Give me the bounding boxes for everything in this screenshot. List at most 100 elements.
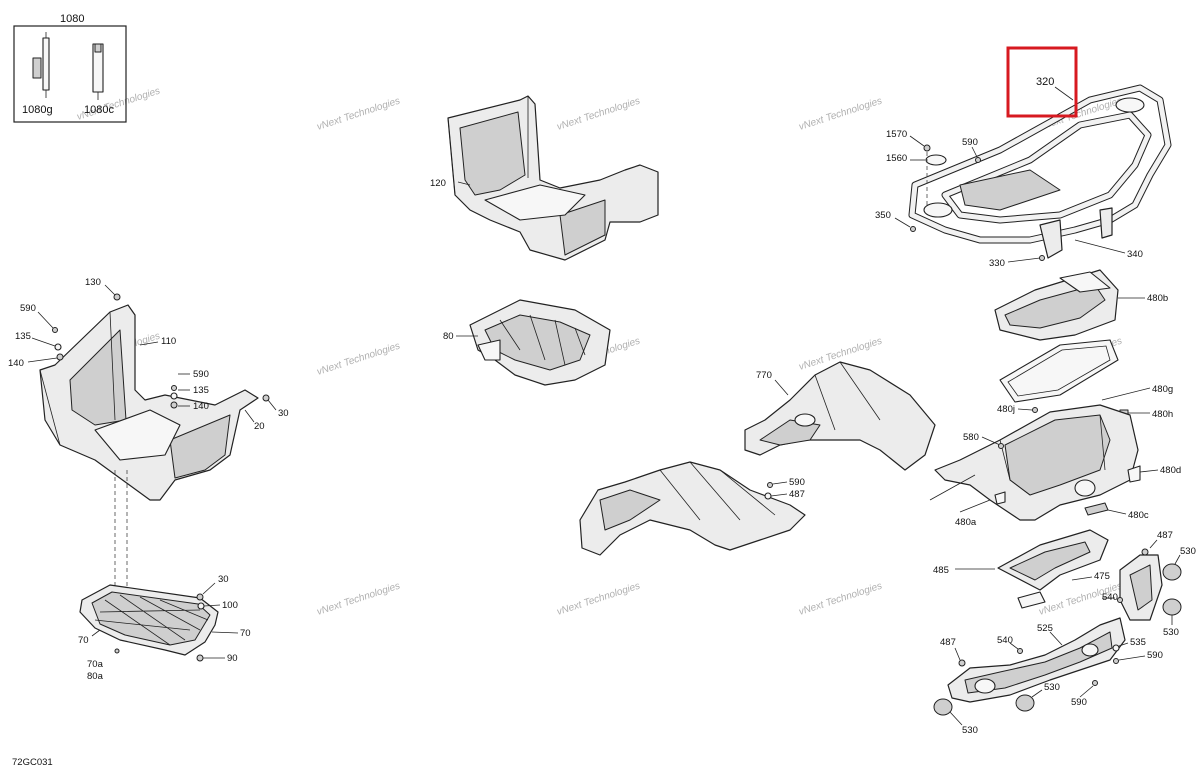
- callout-110: 110: [161, 336, 176, 347]
- callout-120: 120: [430, 178, 446, 189]
- fastener-590-bumper-bottom: [1079, 680, 1098, 698]
- tool-1080g-icon: [32, 32, 50, 98]
- watermark: vNext Technologies: [316, 581, 402, 618]
- callout-480c: 480c: [1128, 510, 1149, 521]
- callout-480d: 480d: [1160, 465, 1181, 476]
- inset-frame: [13, 25, 127, 123]
- callout-1560: 1560: [886, 153, 907, 164]
- callout-487-center: 487: [789, 489, 805, 500]
- callout-20: 20: [254, 421, 265, 432]
- fastener-140-left: [27, 353, 64, 363]
- callout-70-right: 70: [240, 628, 251, 639]
- callout-80: 80: [443, 331, 454, 342]
- callout-130: 130: [85, 277, 101, 288]
- fastener-100: [197, 602, 221, 610]
- fastener-590-487-center: [764, 481, 788, 500]
- callout-590-right: 590: [193, 369, 209, 380]
- callout-525: 525: [1037, 623, 1053, 634]
- part-110-left-fender: [39, 304, 259, 501]
- callout-480b: 480b: [1147, 293, 1168, 304]
- inset-1080: 1080 1080g 1080c: [13, 13, 127, 123]
- callout-70a: 70a: [87, 659, 104, 670]
- part-525-rear-bumper: [947, 617, 1126, 703]
- part-480a-storage-box: [934, 404, 1139, 521]
- callout-530-top: 530: [1180, 546, 1196, 557]
- callout-135-right: 135: [193, 385, 209, 396]
- callout-590-left: 590: [20, 303, 36, 314]
- part-fender-left: [579, 461, 806, 556]
- callout-135-left: 135: [15, 331, 31, 342]
- part-530-reflector-top: [1162, 554, 1182, 581]
- highlight-box-320: [1006, 46, 1078, 118]
- fastener-590-135-140-right: [170, 373, 190, 409]
- callout-770: 770: [756, 370, 772, 381]
- fastener-480j: [1017, 407, 1038, 413]
- fastener-580: [981, 436, 1004, 449]
- part-770-rear-fender-right: [744, 361, 936, 471]
- callout-140-right: 140: [193, 401, 209, 412]
- callout-530-mid: 530: [1163, 627, 1179, 638]
- fastener-30-bottom: [196, 582, 216, 601]
- watermark: vNext Technologies: [556, 581, 642, 618]
- fastener-135-left: [31, 337, 62, 351]
- callout-480a: 480a: [955, 517, 977, 528]
- part-bumper-upper: [1119, 554, 1163, 621]
- part-530-reflector-lower-right: [1015, 689, 1043, 712]
- callout-540-lower: 540: [997, 635, 1013, 646]
- callout-480g: 480g: [1152, 384, 1173, 395]
- part-80-support-tray: [469, 299, 611, 386]
- callout-475: 475: [1094, 571, 1110, 582]
- callout-590-bumper-right: 590: [1147, 650, 1163, 661]
- fastener-487-left: [954, 647, 966, 667]
- part-70-footrest: [79, 584, 219, 656]
- callout-1570: 1570: [886, 129, 907, 140]
- watermark: vNext Technologies: [556, 96, 642, 133]
- part-480c-latch: [1084, 502, 1127, 516]
- callout-535: 535: [1130, 637, 1146, 648]
- fastener-540-lower: [1009, 642, 1023, 654]
- inset-label-1080g: 1080g: [22, 104, 53, 116]
- watermark: vNext Technologies: [316, 96, 402, 133]
- fastener-535: [1112, 642, 1129, 652]
- part-530-reflector-mid: [1162, 598, 1182, 625]
- callout-485: 485: [933, 565, 949, 576]
- callout-480h: 480h: [1152, 409, 1173, 420]
- callout-70-left: 70: [78, 635, 89, 646]
- fastener-590-bumper-right: [1113, 655, 1146, 664]
- fastener-130: [104, 284, 121, 301]
- callout-480j: 480j: [997, 404, 1015, 415]
- callout-590-center: 590: [789, 477, 805, 488]
- watermark: vNext Technologies: [798, 96, 884, 133]
- callout-80a: 80a: [87, 671, 104, 682]
- callout-540-upper: 540: [1102, 592, 1118, 603]
- callout-30-top: 30: [278, 408, 289, 419]
- part-530-reflector-lower-left: [933, 698, 963, 726]
- fastener-90: [196, 654, 225, 662]
- inset-label-1080c: 1080c: [84, 104, 114, 116]
- fastener-70a: [114, 648, 120, 654]
- part-480g-seal: [999, 339, 1119, 403]
- callout-590-rack: 590: [962, 137, 978, 148]
- callout-590-bumper-bottom: 590: [1071, 697, 1087, 708]
- watermark: vNext Technologies: [798, 581, 884, 618]
- fastener-590-rack: [971, 146, 981, 163]
- part-320-rear-rack: [908, 84, 1172, 259]
- callout-330: 330: [989, 258, 1005, 269]
- callout-90: 90: [227, 653, 238, 664]
- watermark: vNext Technologies: [316, 341, 402, 378]
- part-480d-bracket: [1127, 465, 1159, 483]
- fastener-1570-1560: [909, 135, 947, 205]
- callout-580: 580: [963, 432, 979, 443]
- fastener-30-top: [262, 394, 277, 411]
- fastener-590-left: [37, 311, 58, 333]
- callout-487-right: 487: [1157, 530, 1173, 541]
- callout-100: 100: [222, 600, 238, 611]
- diagram-code: 72GC031: [12, 757, 53, 768]
- inset-title: 1080: [60, 13, 84, 25]
- callout-140-left: 140: [8, 358, 24, 369]
- callout-320: 320: [1036, 76, 1054, 88]
- fastener-350: [894, 217, 916, 232]
- callout-530-lower-right: 530: [1044, 682, 1060, 693]
- fastener-540-upper: [1102, 597, 1123, 603]
